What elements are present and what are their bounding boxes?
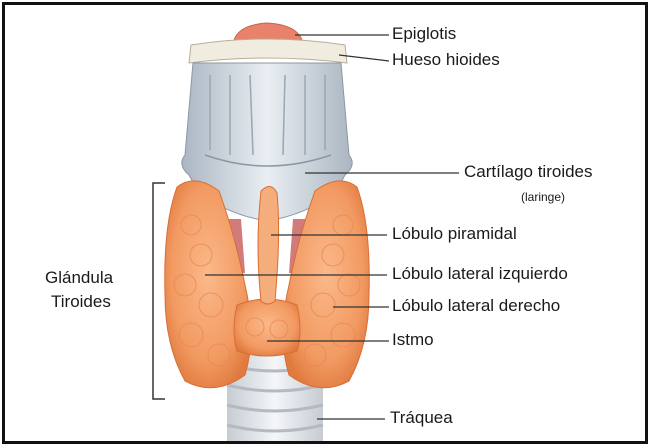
isthmus [234,299,300,356]
label-lobulo-lateral-izquierdo: Lóbulo lateral izquierdo [392,265,568,282]
thyroid-illustration [5,5,645,441]
label-hueso-hioides: Hueso hioides [392,51,500,68]
label-lobulo-lateral-derecho: Lóbulo lateral derecho [392,297,560,314]
label-laringe: (laringe) [521,191,565,203]
label-tiroides: Tiroides [51,293,111,310]
label-glandula: Glándula [45,269,113,286]
pyramidal-lobe [258,186,279,304]
gland-bracket [153,183,165,399]
label-epiglotis: Epiglotis [392,25,456,42]
label-cartilago-tiroides: Cartílago tiroides [464,163,593,180]
diagram-frame: Epiglotis Hueso hioides Cartílago tiroid… [2,2,648,444]
label-lobulo-piramidal: Lóbulo piramidal [392,225,517,242]
label-traquea: Tráquea [390,409,453,426]
label-istmo: Istmo [392,331,434,348]
hyoid-bone [189,39,347,63]
